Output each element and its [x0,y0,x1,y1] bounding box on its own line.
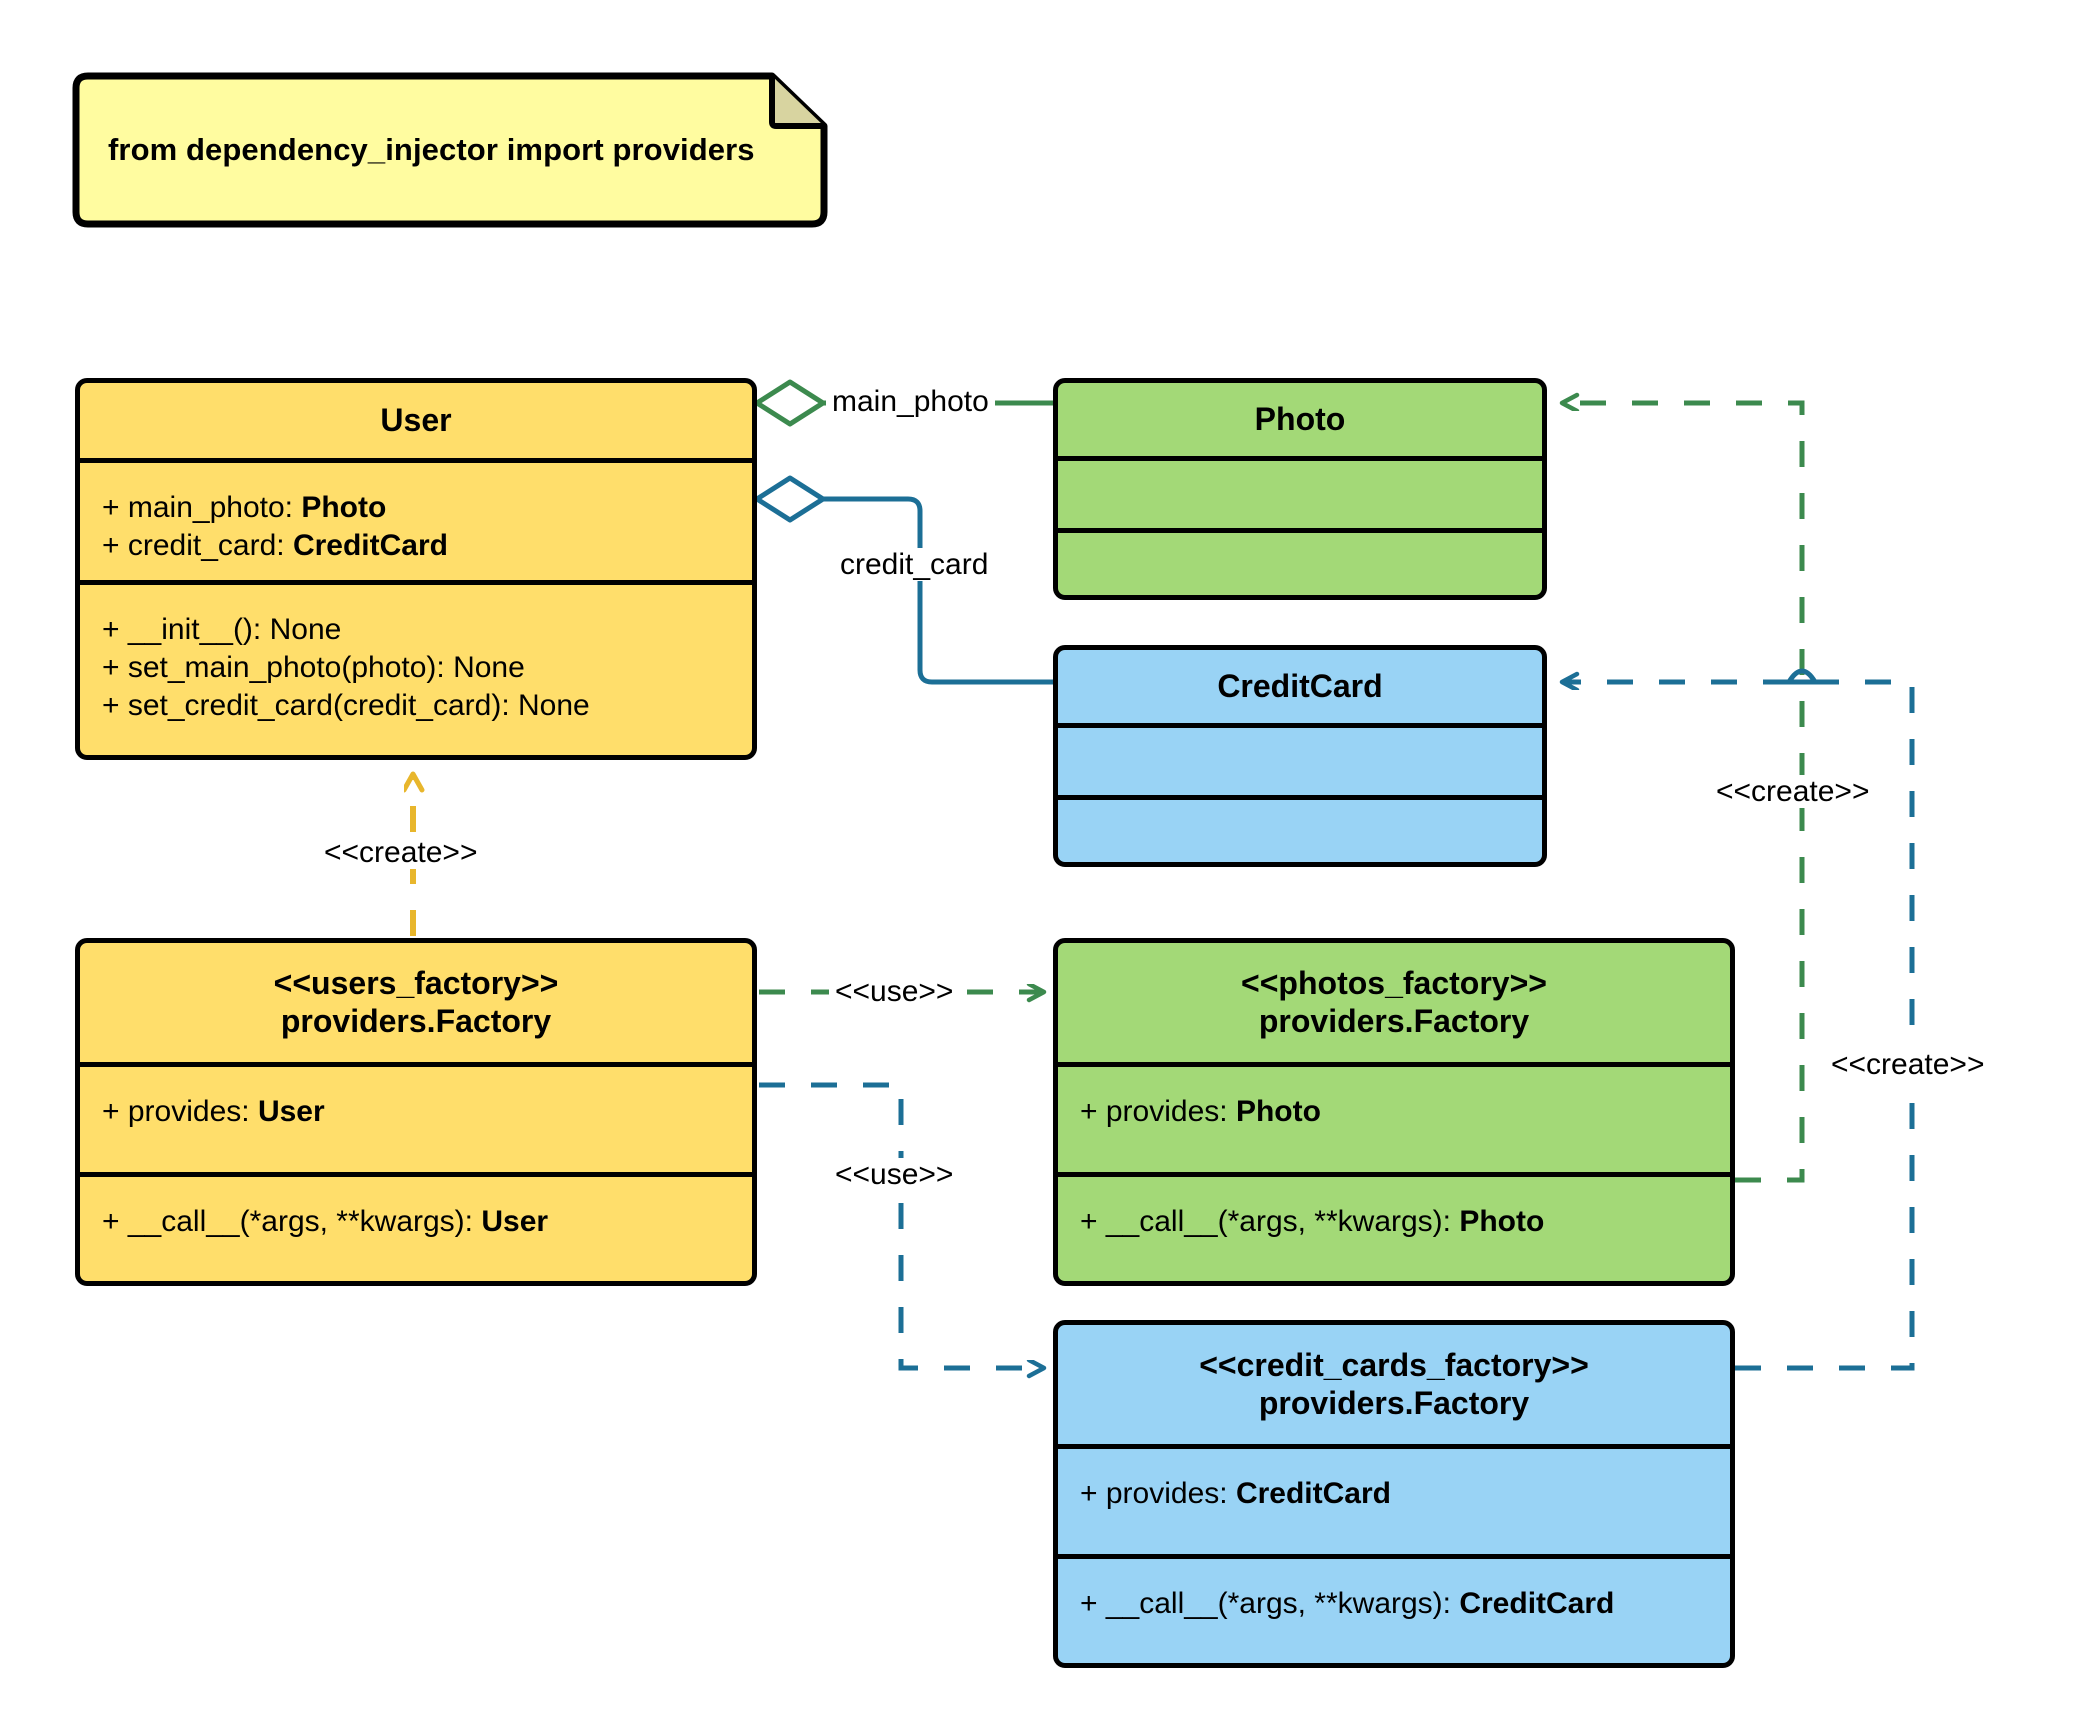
class-row: + __call__(*args, **kwargs): CreditCard [1080,1585,1708,1623]
class-user-methods-compartment: + __init__(): None + set_main_photo(phot… [80,585,752,755]
note-import: from dependency_injector import provider… [72,72,828,228]
class-row: + provides: User [102,1093,730,1131]
row-type: Photo [1459,1205,1545,1238]
row-name: main_photo: [127,491,302,524]
class-photos-factory-methods-compartment: + __call__(*args, **kwargs): Photo [1058,1177,1730,1281]
class-credit-card-attributes-compartment [1058,728,1542,800]
row-type: User [257,1095,325,1128]
class-credit-card-methods-compartment [1058,800,1542,862]
class-user-attributes-compartment: + main_photo: Photo + credit_card: Credi… [80,463,752,585]
class-row: + provides: Photo [1080,1093,1708,1131]
edge-users-factory-uses-credit-cards-factory [759,1082,1043,1368]
class-row: + __init__(): None [102,613,342,646]
row-name: provides: [1105,1477,1236,1510]
class-row: + set_main_photo(photo): None [102,650,525,684]
class-user-title: User [380,401,452,438]
row-prefix: + [1080,1587,1106,1620]
class-credit-cards-factory-title-compartment: <<credit_cards_factory>> providers.Facto… [1058,1325,1730,1449]
row-type: CreditCard [1235,1477,1391,1510]
row-type: Photo [301,491,387,524]
class-row: + __call__(*args, **kwargs): User [102,1203,730,1241]
row-prefix: + [1080,1205,1106,1238]
class-row: + __call__(*args, **kwargs): Photo [1080,1203,1708,1241]
class-photos-factory-stereotype: <<photos_factory>> [1241,964,1547,1001]
class-photo-methods-compartment [1058,533,1542,595]
class-photos-factory-title-compartment: <<photos_factory>> providers.Factory [1058,943,1730,1067]
note-text: from dependency_injector import provider… [108,132,755,167]
class-credit-card-title-compartment: CreditCard [1058,650,1542,728]
class-photo-attributes-compartment [1058,461,1542,533]
edge-label-create-user: <<create>> [318,836,484,869]
row-prefix: + [102,491,128,524]
row-type: Photo [1235,1095,1321,1128]
class-users-factory-title: providers.Factory [280,1002,552,1039]
edge-label-main-photo: main_photo [826,385,995,418]
class-box-photo[interactable]: Photo [1053,378,1547,600]
row-prefix: + [1080,1095,1106,1128]
class-credit-card-title: CreditCard [1217,667,1383,704]
class-users-factory-attributes-compartment: + provides: User [80,1067,752,1177]
class-box-photos-factory[interactable]: <<photos_factory>> providers.Factory + p… [1053,938,1735,1286]
class-photo-title: Photo [1254,400,1346,437]
class-credit-cards-factory-methods-compartment: + __call__(*args, **kwargs): CreditCard [1058,1559,1730,1663]
class-users-factory-methods-compartment: + __call__(*args, **kwargs): User [80,1177,752,1281]
row-prefix: + [102,528,128,562]
edge-label-use-photos-factory: <<use>> [829,975,960,1008]
row-name: provides: [1105,1095,1236,1128]
class-box-credit-card[interactable]: CreditCard [1053,645,1547,867]
class-photos-factory-title: providers.Factory [1258,1002,1530,1039]
row-type: CreditCard [1459,1587,1615,1620]
class-box-users-factory[interactable]: <<users_factory>> providers.Factory + pr… [75,938,757,1286]
row-name: credit_card: [127,528,293,562]
class-photos-factory-attributes-compartment: + provides: Photo [1058,1067,1730,1177]
row-prefix: + [102,1095,128,1128]
row-type: User [481,1205,549,1238]
note-shape [72,72,828,228]
class-photo-title-compartment: Photo [1058,383,1542,461]
edge-label-use-credit-cards-factory: <<use>> [829,1158,960,1191]
class-users-factory-title-compartment: <<users_factory>> providers.Factory [80,943,752,1067]
class-user-title-compartment: User [80,383,752,463]
edge-label-credit-card: credit_card [834,548,995,581]
row-name: provides: [127,1095,258,1128]
class-row: + credit_card: CreditCard [102,527,730,565]
class-row: + set_credit_card(credit_card): None [102,688,590,722]
class-row: + provides: CreditCard [1080,1475,1708,1513]
class-row: + main_photo: Photo [102,489,730,527]
row-prefix: + [1080,1477,1106,1510]
class-users-factory-stereotype: <<users_factory>> [273,964,559,1001]
class-credit-cards-factory-attributes-compartment: + provides: CreditCard [1058,1449,1730,1559]
class-box-credit-cards-factory[interactable]: <<credit_cards_factory>> providers.Facto… [1053,1320,1735,1668]
class-credit-cards-factory-title: providers.Factory [1258,1384,1530,1421]
class-credit-cards-factory-stereotype: <<credit_cards_factory>> [1199,1346,1589,1383]
row-name: __call__(*args, **kwargs): [127,1205,482,1238]
edge-label-create-photo: <<create>> [1710,775,1876,808]
row-name: __call__(*args, **kwargs): [1105,1587,1460,1620]
class-box-user[interactable]: User + main_photo: Photo + credit_card: … [75,378,757,760]
row-prefix: + [102,1205,128,1238]
row-type: CreditCard [292,528,448,562]
row-name: __call__(*args, **kwargs): [1105,1205,1460,1238]
edge-label-create-credit-card: <<create>> [1825,1048,1991,1081]
